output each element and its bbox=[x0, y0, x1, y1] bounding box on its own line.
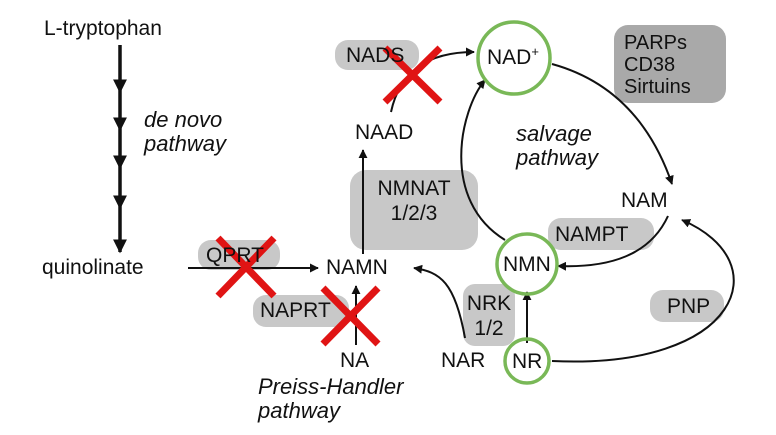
nads-block-cross bbox=[382, 45, 443, 105]
consumer-arrow bbox=[551, 63, 674, 185]
nad-base-text: NAD bbox=[487, 46, 532, 69]
nad-highlight-circle bbox=[476, 20, 552, 96]
nads-label: NADS bbox=[346, 44, 405, 67]
nmnat-label: NMNAT 1/2/3 bbox=[356, 176, 472, 226]
nar-to-namn-arrow bbox=[413, 264, 466, 339]
naprt-block-cross bbox=[320, 285, 381, 347]
salvage-pathway-label: salvage pathway bbox=[516, 121, 598, 171]
nmn-to-nad-arrow bbox=[460, 79, 506, 241]
parps-text: PARPs bbox=[624, 32, 687, 54]
nmnat-line2: 1/2/3 bbox=[390, 202, 438, 226]
nmn-highlight-circle bbox=[495, 232, 559, 296]
quinolinate-label: quinolinate bbox=[42, 256, 144, 279]
nrk-box bbox=[463, 284, 515, 346]
na-label: NA bbox=[340, 349, 370, 372]
namn-label: NAMN bbox=[326, 256, 388, 279]
pnp-arrow bbox=[551, 219, 735, 363]
de-novo-pathway-text: pathway bbox=[144, 131, 226, 157]
nrk-line1: NRK bbox=[466, 292, 512, 315]
qprt-label: QPRT bbox=[206, 244, 264, 267]
naprt-box bbox=[253, 295, 349, 327]
nampt-box bbox=[548, 218, 654, 250]
tryptophan-label: L-tryptophan bbox=[44, 17, 162, 40]
naprt-label: NAPRT bbox=[260, 299, 331, 322]
preiss-handler-text: Preiss-Handler bbox=[258, 374, 404, 399]
de-novo-pathway-label: de novo pathway bbox=[144, 107, 226, 157]
de-novo-text: de novo bbox=[144, 107, 223, 132]
sirtuins-text: Sirtuins bbox=[624, 76, 691, 98]
cd38-text: CD38 bbox=[624, 54, 676, 76]
nampt-label: NAMPT bbox=[555, 223, 629, 246]
preiss-handler-pathway-label: Preiss-Handler pathway bbox=[258, 374, 404, 424]
nar-label: NAR bbox=[441, 349, 486, 372]
nr-label: NR bbox=[512, 350, 543, 373]
pnp-label: PNP bbox=[667, 295, 711, 318]
pnp-box bbox=[650, 290, 724, 322]
qprt-block-cross bbox=[215, 235, 277, 299]
nmnat-line1: NMNAT bbox=[377, 177, 451, 200]
nr-highlight-circle bbox=[503, 337, 551, 385]
nad-label: NAD+ bbox=[487, 45, 539, 68]
preiss-handler-pathway-text: pathway bbox=[258, 398, 340, 424]
consumers-box bbox=[614, 25, 726, 103]
naad-label: NAAD bbox=[355, 121, 414, 144]
nmn-label: NMN bbox=[503, 253, 551, 276]
salvage-pathway-text: pathway bbox=[516, 145, 598, 171]
nrk-line2: 1/2 bbox=[474, 317, 504, 341]
nmnat-box bbox=[350, 170, 478, 250]
nam-label: NAM bbox=[621, 189, 668, 212]
nad-charge-text: + bbox=[531, 44, 539, 59]
salvage-text: salvage bbox=[516, 121, 592, 146]
consumers-label: PARPs CD38 Sirtuins bbox=[624, 32, 691, 98]
nampt-arrow bbox=[557, 215, 669, 271]
nrk-label: NRK 1/2 bbox=[463, 291, 515, 341]
